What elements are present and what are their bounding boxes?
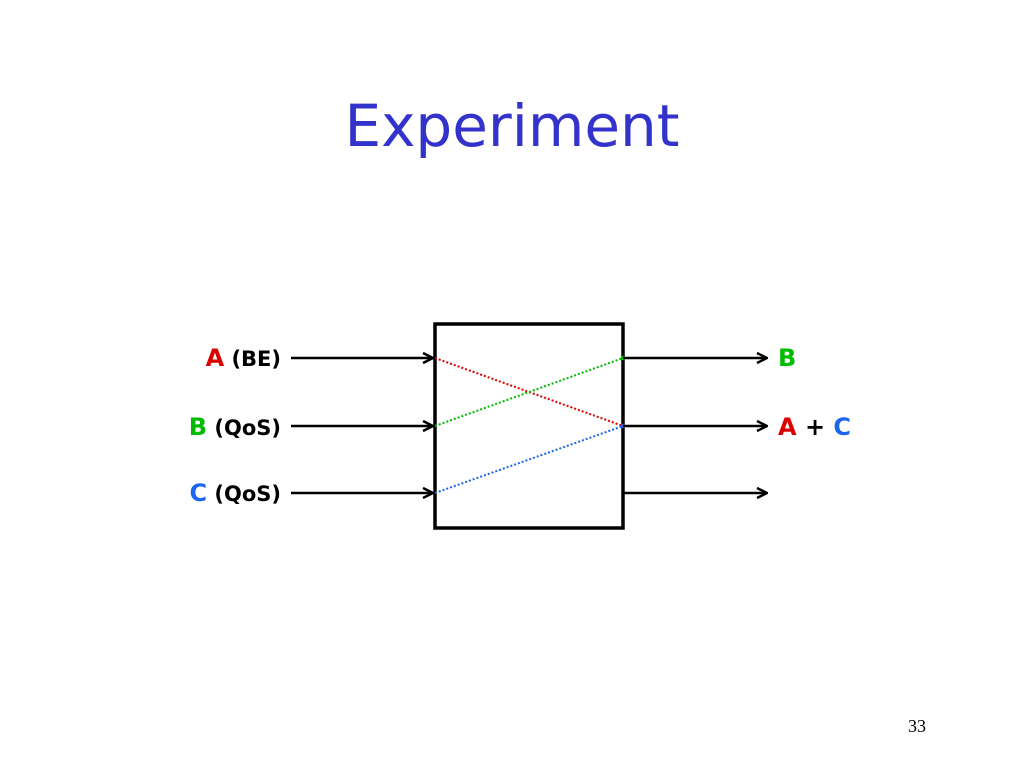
input-flow-tag: (BE) <box>231 347 281 371</box>
input-label-c: C (QoS) <box>189 480 281 507</box>
output-flow-name: C <box>833 413 852 441</box>
input-label-a: A (BE) <box>206 345 281 372</box>
input-flow-tag: (QoS) <box>214 416 281 440</box>
input-flow-name: C <box>189 479 208 507</box>
flow-mapping-line <box>434 357 624 427</box>
input-flow-name: B <box>188 413 208 441</box>
output-plus: + <box>804 413 826 441</box>
input-flow-tag: (QoS) <box>214 482 281 506</box>
slide-title: Experiment <box>344 92 680 160</box>
flow-mapping-line <box>434 357 624 427</box>
output-label-2: A + C <box>778 414 851 440</box>
switch-box <box>433 322 625 530</box>
output-flow-name: B <box>778 344 797 372</box>
input-label-b: B (QoS) <box>189 414 281 441</box>
page-number: 33 <box>908 716 926 736</box>
flow-mapping-line <box>434 425 624 494</box>
output-flow-name: A <box>778 413 797 441</box>
input-flow-name: A <box>205 344 225 372</box>
output-label-1: B <box>778 345 796 371</box>
